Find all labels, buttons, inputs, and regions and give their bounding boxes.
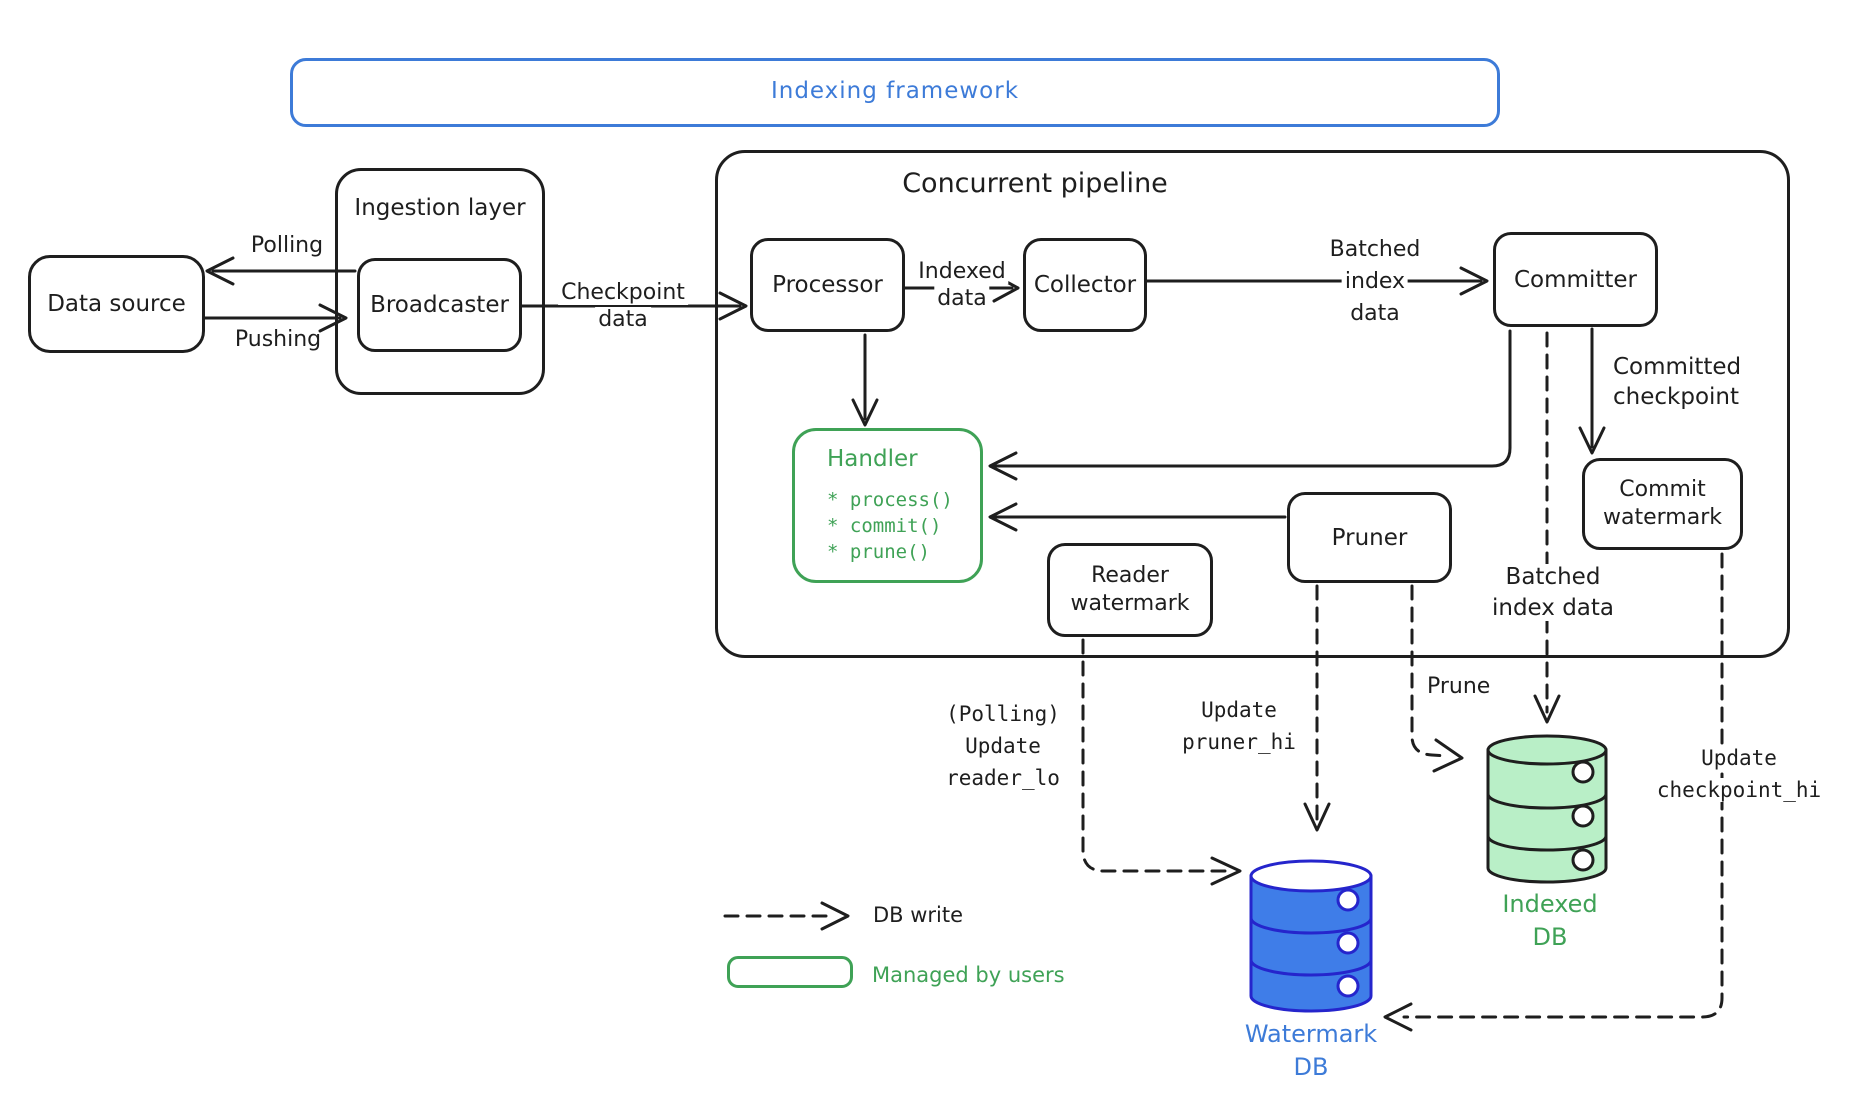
commit-watermark-node: Commit watermark xyxy=(1582,458,1743,550)
update-pruner-hi-label: Update pruner_hi xyxy=(1182,698,1296,754)
banner-title: Indexing framework xyxy=(770,78,1020,104)
watermark-db-label: Watermark DB xyxy=(1244,1020,1378,1081)
processor-node: Processor xyxy=(750,238,905,332)
batched-index-data-bottom-label: Batched index data xyxy=(1488,562,1618,624)
checkpoint-data-label: Checkpoint data xyxy=(558,279,688,333)
legend-db-write-label: DB write xyxy=(873,903,964,927)
batched-index-data-arrow xyxy=(1145,266,1489,296)
handler-title: Handler xyxy=(827,446,918,472)
processor-to-handler-arrow xyxy=(851,333,879,427)
handler-method-prune: * prune() xyxy=(827,541,930,563)
legend-db-write-arrow xyxy=(723,901,850,931)
reader-watermark-db-write-arrow xyxy=(1081,638,1242,886)
polling-label: Polling xyxy=(250,233,324,258)
indexed-db-cylinder xyxy=(1486,734,1608,884)
committer-indexed-db-write-arrow xyxy=(1533,331,1561,724)
committed-checkpoint-label: Committed checkpoint xyxy=(1613,354,1742,410)
data-source-node: Data source xyxy=(28,255,205,353)
committer-to-handler-arrow xyxy=(988,329,1512,481)
handler-method-process: * process() xyxy=(827,489,953,511)
polling-arrow xyxy=(205,256,357,286)
indexed-data-label: Indexed data xyxy=(915,258,1009,312)
legend-managed-label: Managed by users xyxy=(872,963,1065,987)
indexing-framework-banner xyxy=(290,58,1500,127)
legend-managed-swatch xyxy=(727,956,853,988)
pipeline-title: Concurrent pipeline xyxy=(902,168,1168,199)
handler-node: Handler * process() * commit() * prune() xyxy=(792,428,983,583)
handler-method-commit: * commit() xyxy=(827,515,942,537)
pushing-arrow xyxy=(203,303,348,333)
commit-watermark-db-write-arrow xyxy=(1383,552,1724,1032)
prune-label: Prune xyxy=(1427,674,1491,699)
prune-db-write-arrow xyxy=(1410,584,1464,773)
collector-node: Collector xyxy=(1023,238,1147,332)
committed-checkpoint-arrow xyxy=(1578,327,1606,455)
broadcaster-node: Broadcaster xyxy=(357,258,522,352)
committer-node: Committer xyxy=(1493,232,1658,327)
pruner-to-handler-arrow xyxy=(988,502,1287,532)
pushing-label: Pushing xyxy=(234,327,322,352)
batched-index-data-top-label: Batched index data xyxy=(1326,234,1424,330)
update-checkpoint-hi-label: Update checkpoint_hi xyxy=(1653,742,1825,806)
checkpoint-data-arrow xyxy=(520,291,748,321)
update-reader-lo-label: (Polling) Update reader_lo xyxy=(946,702,1060,790)
indexed-db-label: Indexed DB xyxy=(1502,890,1598,951)
pruner-update-db-write-arrow xyxy=(1303,584,1331,832)
ingestion-layer-title: Ingestion layer xyxy=(354,195,526,221)
reader-watermark-node: Reader watermark xyxy=(1047,543,1213,637)
pruner-node: Pruner xyxy=(1287,492,1452,583)
watermark-db-cylinder xyxy=(1249,859,1373,1013)
